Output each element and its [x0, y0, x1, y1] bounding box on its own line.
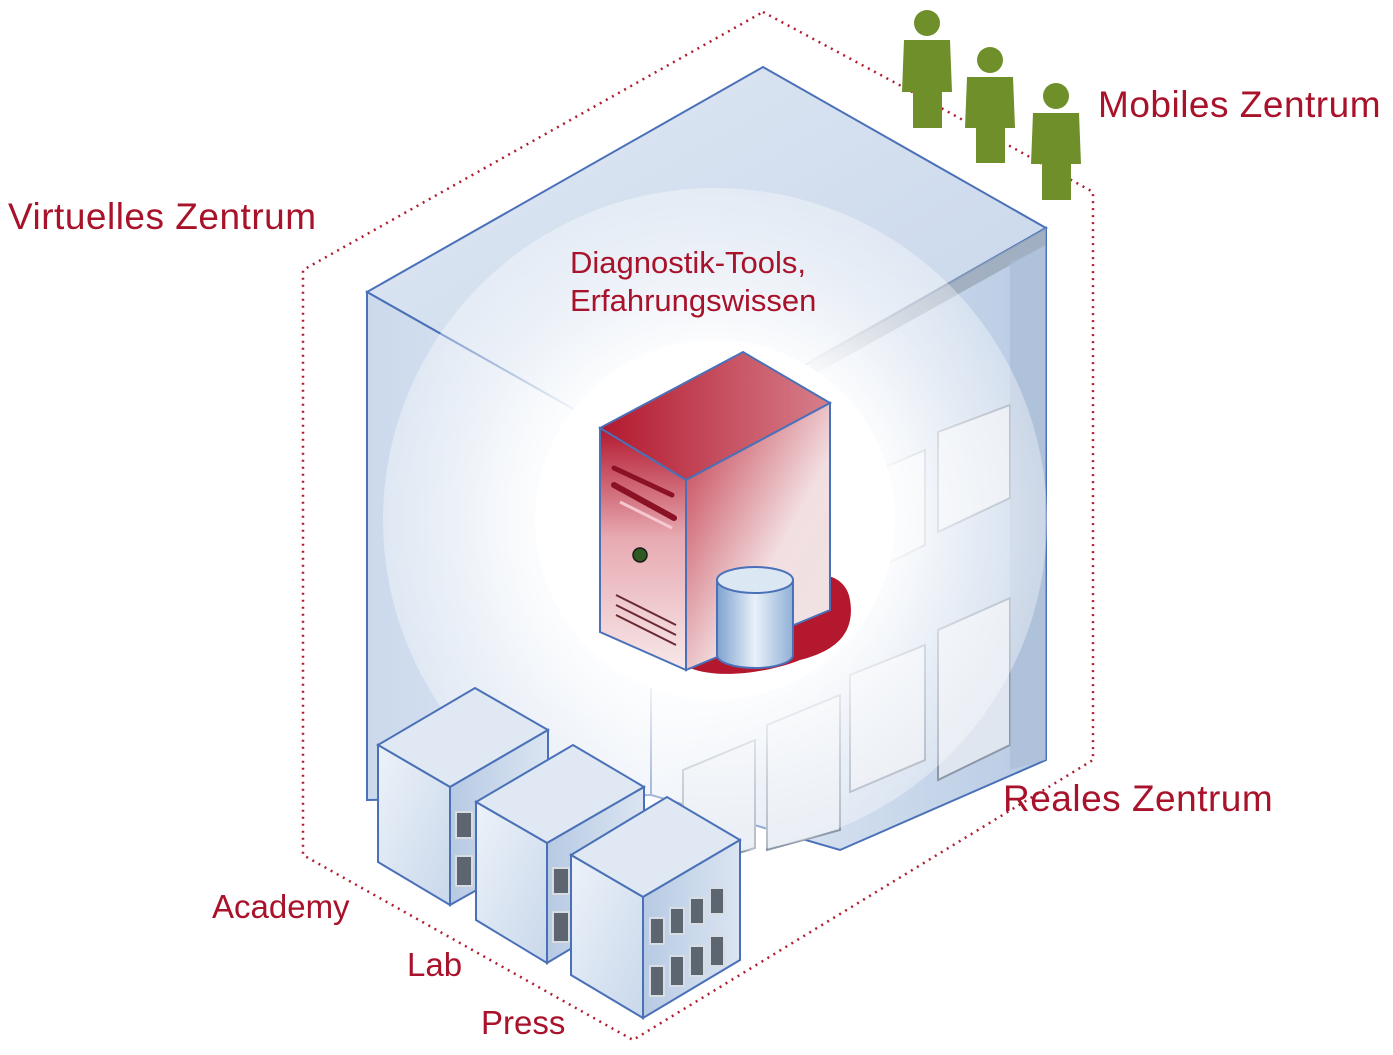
core-label: Diagnostik-Tools, Erfahrungswissen: [570, 244, 816, 320]
core-label-line1: Diagnostik-Tools,: [570, 245, 807, 280]
core-label-line2: Erfahrungswissen: [570, 283, 817, 318]
real-center-label: Reales Zentrum: [1003, 778, 1274, 819]
database-icon: [716, 566, 794, 669]
virtual-center-label: Virtuelles Zentrum: [8, 196, 317, 237]
person-icon: [902, 10, 952, 128]
lab-label: Lab: [407, 946, 463, 983]
academy-label: Academy: [212, 888, 350, 925]
person-icon: [1031, 83, 1081, 200]
mobile-center-label: Mobiles Zentrum: [1098, 84, 1382, 125]
building-press-icon: [569, 795, 742, 1020]
person-icon: [965, 47, 1015, 163]
press-label: Press: [481, 1004, 566, 1041]
